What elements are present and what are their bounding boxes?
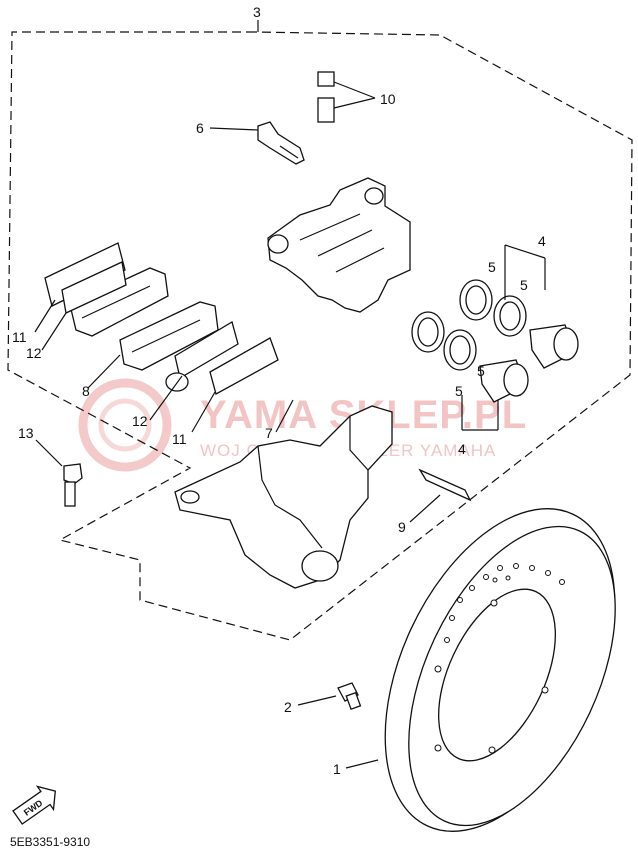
fwd-arrow: FWD [12,785,56,825]
callout-5-a: 5 [488,259,496,275]
watermark-logo [78,378,172,472]
callout-2: 2 [284,699,292,715]
caliper-bracket [174,405,393,589]
assembly-boundary [7,31,633,641]
callout-11-top: 11 [12,329,27,345]
callout-13: 13 [18,425,34,441]
callout-7: 7 [265,425,273,441]
callout-4-top: 4 [538,233,546,249]
callout-11-bottom: 11 [172,431,187,447]
callout-5-d: 5 [455,383,463,399]
callout-12-top: 12 [26,345,42,361]
brake-disc [384,508,616,832]
callout-12-bottom: 12 [132,413,148,429]
callout-numbers: 3 10 6 4 5 5 5 5 4 11 12 8 12 11 7 13 9 … [12,4,546,777]
diagram-code: 5EB3351-9310 [10,835,90,849]
callout-1: 1 [333,761,341,777]
callout-3: 3 [253,4,261,20]
callout-5-c: 5 [477,363,485,379]
disc-bolt [337,682,362,711]
leader-lines [34,81,546,769]
caliper-body [267,177,411,313]
callout-9: 9 [398,519,406,535]
pistons-and-seals [411,279,579,403]
pad-shims [44,242,279,395]
callout-8: 8 [82,383,90,399]
callout-5-b: 5 [520,277,528,293]
callout-4-bottom: 4 [458,441,466,457]
hardware-parts [63,71,472,507]
callout-6: 6 [196,120,204,136]
callout-10: 10 [380,91,396,107]
